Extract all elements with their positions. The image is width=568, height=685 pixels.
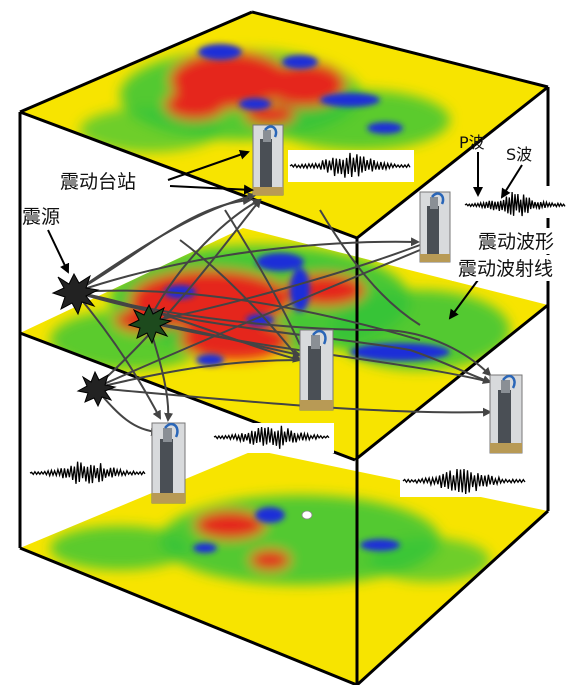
top-velocity-layer <box>20 12 548 238</box>
seismometer-station-left <box>151 422 186 504</box>
bottom-velocity-layer <box>20 450 548 685</box>
waveform-label: 震动波形 <box>478 231 554 253</box>
s-wave-label: S波 <box>506 145 532 164</box>
ray <box>74 291 411 351</box>
seismometer-station-right <box>419 191 451 263</box>
ray <box>94 249 421 389</box>
waveform-center <box>212 423 334 453</box>
p-wave-label: P波 <box>459 133 485 152</box>
ray <box>179 239 301 361</box>
station-label: 震动台站 <box>60 171 136 193</box>
ray <box>409 349 492 384</box>
waveform-top <box>288 150 414 182</box>
seismometer-station-center <box>299 329 334 411</box>
ray <box>224 209 301 346</box>
ray <box>74 291 161 420</box>
ray <box>147 199 262 323</box>
waveform-left <box>28 455 148 491</box>
ray <box>74 291 492 377</box>
source-burst-icon <box>76 370 117 408</box>
cube-frame <box>18 10 550 685</box>
ray-label: 震动波射线 <box>458 258 553 280</box>
source-burst-icon <box>51 272 100 316</box>
source-label: 震源 <box>22 206 60 228</box>
ray <box>74 196 252 293</box>
seismometer-station-far-right <box>489 374 523 454</box>
source-burst-icon <box>127 303 173 345</box>
ray <box>147 244 421 323</box>
callout-arrows <box>47 149 523 320</box>
waveform-bottom-right <box>400 465 530 497</box>
ray <box>94 198 262 389</box>
ray <box>94 359 301 389</box>
ray <box>319 209 421 326</box>
ray <box>74 237 420 293</box>
seismometer-station-top <box>252 124 284 196</box>
